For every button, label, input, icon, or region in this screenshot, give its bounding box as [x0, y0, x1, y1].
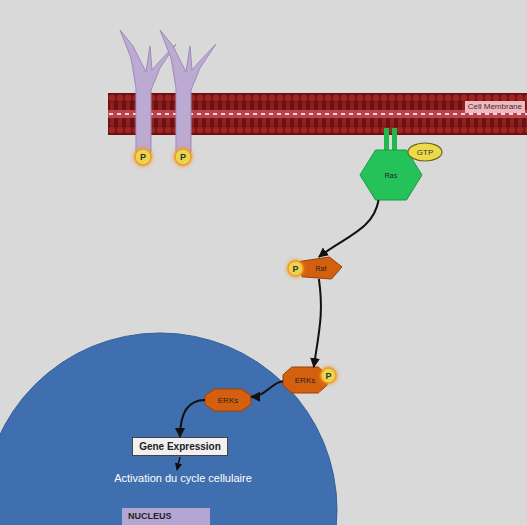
protein-label: ERKs [205, 389, 251, 411]
phosphate-circle: P [320, 367, 337, 384]
membrane-label: Cell Membrane [465, 101, 525, 113]
nucleus-label: NUCLEUS [122, 508, 210, 525]
cell-membrane-outline [108, 93, 527, 135]
phosphate-circle: P [134, 148, 152, 166]
cell-membrane: Cell Membrane [108, 93, 527, 135]
erks-octagon: ERKs [205, 389, 251, 411]
signal-arrow [180, 400, 205, 437]
phosphate-circle: P [174, 148, 192, 166]
nucleus-circle: NUCLEUS ERKsGene Expression [0, 332, 338, 525]
phosphate-label: P [174, 148, 192, 166]
raf-pentagon: Raf [300, 257, 342, 279]
protein-label: ERKs [283, 367, 327, 393]
process-label: Activation du cycle cellulaire [88, 472, 278, 484]
protein-label: Raf [300, 257, 342, 279]
erks-octagon: ERKs [283, 367, 327, 393]
gtp-label: GTP [407, 142, 443, 162]
phosphate-circle: P [287, 260, 304, 277]
phosphate-label: P [320, 367, 337, 384]
signal-arrow [251, 381, 283, 396]
phosphate-label: P [287, 260, 304, 277]
signal-arrow [314, 279, 321, 367]
process-label: Gene Expression [132, 437, 228, 456]
phosphate-label: P [134, 148, 152, 166]
process-box: Gene Expression [132, 437, 228, 456]
nucleus-circle-outline [0, 332, 338, 525]
signal-arrow [319, 200, 379, 257]
gtp-oval: GTP [407, 142, 443, 162]
